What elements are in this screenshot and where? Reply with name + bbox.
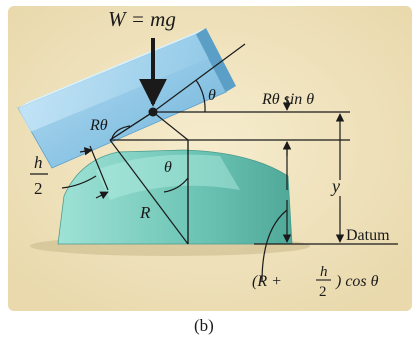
theta-mid-label: θ <box>164 159 172 176</box>
figure-caption: (b) <box>194 316 214 335</box>
bottom-expr-right: ) cos θ <box>335 273 379 290</box>
r-theta-label: Rθ <box>89 117 108 134</box>
base-highlight <box>96 154 240 200</box>
h-denominator: 2 <box>34 179 43 198</box>
bottom-expr-den: 2 <box>319 284 327 300</box>
tilted-block <box>17 28 236 169</box>
weight-label: W = mg <box>108 7 176 31</box>
bottom-expr-num: h <box>320 264 328 280</box>
rtheta-leader <box>111 125 131 139</box>
half-h-dimension <box>61 145 109 200</box>
bottom-dimension <box>261 141 292 283</box>
theta-arc-mid <box>163 177 189 193</box>
r-theta-sin-label: Rθ sin θ <box>261 91 314 108</box>
theta-arc-top <box>195 79 206 113</box>
r-label: R <box>139 203 151 222</box>
theta-top-label: θ <box>208 87 216 104</box>
curved-base <box>57 149 293 245</box>
geometry-lines <box>109 43 398 245</box>
center-of-mass-dot <box>148 107 158 117</box>
datum-label: Datum <box>346 227 390 244</box>
bottom-expr-left: (R + <box>252 273 282 290</box>
y-label: y <box>330 176 340 196</box>
h-numerator: h <box>34 153 43 172</box>
